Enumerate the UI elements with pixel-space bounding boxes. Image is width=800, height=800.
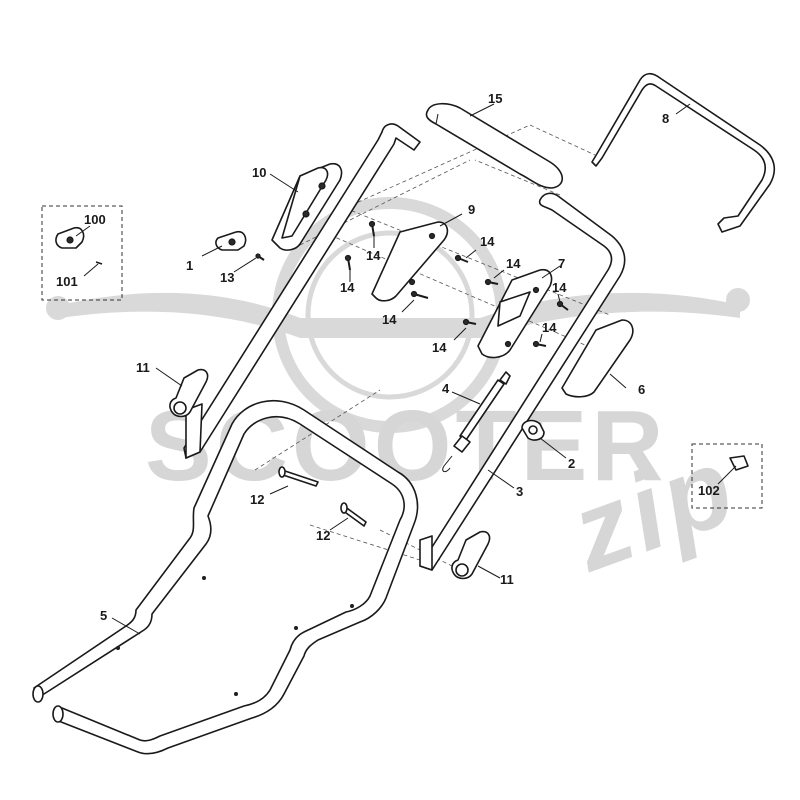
part-clip	[521, 419, 545, 441]
label-102: 102	[698, 483, 720, 498]
label-14-e: 14	[506, 256, 521, 271]
part-labels: 15 8 10 9 7 6 1 13 100 101 102 11 11 4 2…	[56, 91, 720, 623]
part-bolt-upper	[278, 466, 319, 487]
part-bolt-lower	[340, 502, 367, 527]
part-control-bail	[591, 72, 776, 233]
label-100: 100	[84, 212, 106, 227]
label-5: 5	[100, 608, 107, 623]
label-101: 101	[56, 274, 78, 289]
watermark-handlebar	[60, 292, 740, 338]
part-lower-handle	[32, 400, 419, 755]
label-14-h: 14	[542, 320, 557, 335]
label-14-b: 14	[340, 280, 355, 295]
label-10: 10	[252, 165, 266, 180]
watermark-grip-left	[46, 296, 70, 320]
leader-lines	[75, 103, 737, 635]
label-14-f: 14	[432, 340, 447, 355]
label-13: 13	[220, 270, 234, 285]
part-screws	[344, 220, 569, 348]
part-screw-13	[255, 253, 265, 261]
screw-6	[462, 318, 477, 326]
part-upper-handle-tube	[419, 192, 626, 571]
part-right-inner-cover	[477, 268, 553, 359]
screw-2	[344, 254, 352, 271]
label-7: 7	[558, 256, 565, 271]
label-4: 4	[442, 381, 450, 396]
label-12-upper: 12	[250, 492, 264, 507]
label-9: 9	[468, 202, 475, 217]
part-cable	[442, 371, 511, 473]
part-right-outer-cover	[561, 319, 634, 398]
watermark-grip-right	[726, 288, 750, 312]
part-left-upper-tube	[183, 123, 421, 459]
label-14-c: 14	[382, 312, 397, 327]
screw-8	[532, 340, 547, 348]
label-14-a: 14	[366, 248, 381, 263]
label-6: 6	[638, 382, 645, 397]
label-3: 3	[516, 484, 523, 499]
label-11-left: 11	[136, 360, 150, 375]
screw-1	[368, 220, 376, 237]
part-lever-left	[169, 368, 209, 418]
inset-102	[691, 443, 763, 509]
label-1: 1	[186, 258, 193, 273]
part-knob-1	[215, 230, 247, 251]
label-11-right: 11	[500, 572, 514, 587]
part-left-cover	[271, 162, 343, 251]
label-14-g: 14	[552, 280, 567, 295]
part-lever-right	[451, 530, 491, 580]
screw-3	[410, 290, 429, 299]
part-top-crossbar	[425, 102, 564, 189]
screw-4	[454, 254, 469, 263]
watermark-inner-ring	[305, 230, 475, 400]
screw-5	[484, 278, 499, 286]
inset-100-101	[41, 205, 123, 301]
label-2: 2	[568, 456, 575, 471]
label-12-lower: 12	[316, 528, 330, 543]
label-14-d: 14	[480, 234, 495, 249]
label-8: 8	[662, 111, 669, 126]
label-15: 15	[488, 91, 502, 106]
